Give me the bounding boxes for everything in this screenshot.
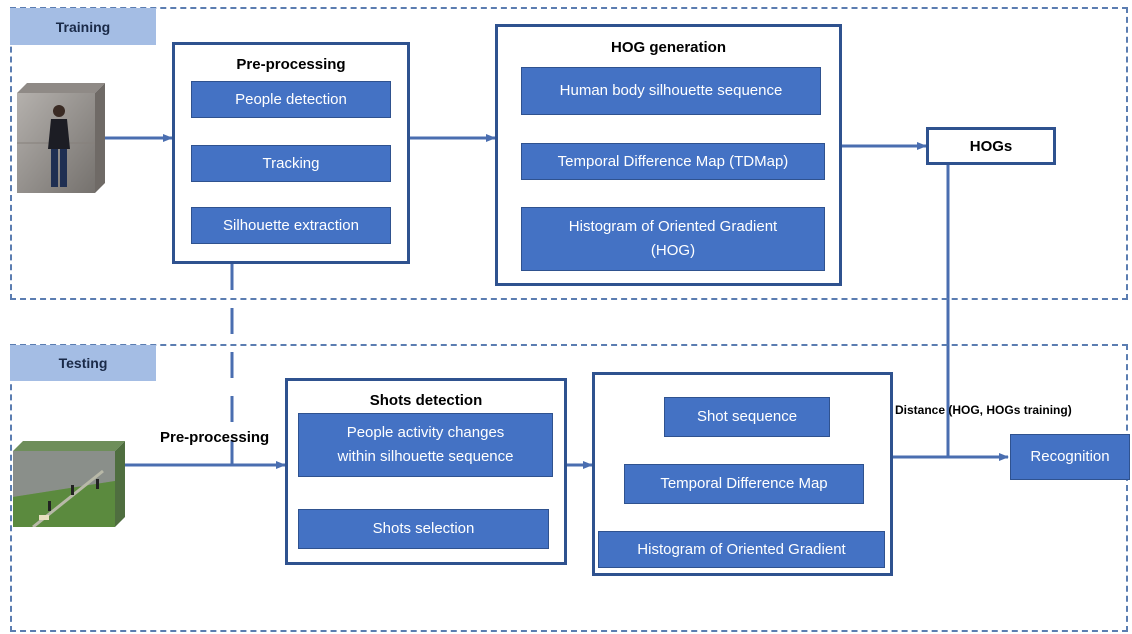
distance-label: Distance (HOG, HOGs training) [895,403,1072,417]
training-section-frame [10,7,1128,300]
tracking-step: Tracking [191,145,391,182]
activity-changes-line2: within silhouette sequence [337,448,514,465]
histogram-step-line1: Histogram of Oriented Gradient [568,218,778,235]
testing-section-frame [10,344,1128,632]
tdmap-step: Temporal Difference Map (TDMap) [521,143,825,180]
activity-changes-step: People activity changes within silhouett… [298,413,553,477]
activity-changes-line1: People activity changes [346,424,505,441]
testing-preprocessing-label: Pre-processing [160,429,270,446]
shots-detection-title: Shots detection [369,392,483,409]
hog-generation-title: HOG generation [610,39,726,56]
training-label: Training [10,8,156,45]
testing-tdmap-step: Temporal Difference Map [624,464,864,504]
recognition-output-box: Recognition [1010,434,1130,480]
people-detection-step: People detection [191,81,391,118]
testing-label: Testing [10,345,156,381]
human-body-silhouette-step: Human body silhouette sequence [521,67,821,115]
shot-sequence-step: Shot sequence [664,397,830,437]
hogs-output-box: HOGs [926,127,1056,165]
preprocessing-title: Pre-processing [236,56,346,73]
silhouette-extraction-step: Silhouette extraction [191,207,391,244]
histogram-step-line2: (HOG) [650,242,696,259]
person-standing-photo-icon [17,83,105,193]
histogram-step: Histogram of Oriented Gradient (HOG) [521,207,825,271]
testing-histogram-step: Histogram of Oriented Gradient [598,531,885,568]
outdoor-scene-photo-icon [13,441,125,529]
shots-selection-step: Shots selection [298,509,549,549]
